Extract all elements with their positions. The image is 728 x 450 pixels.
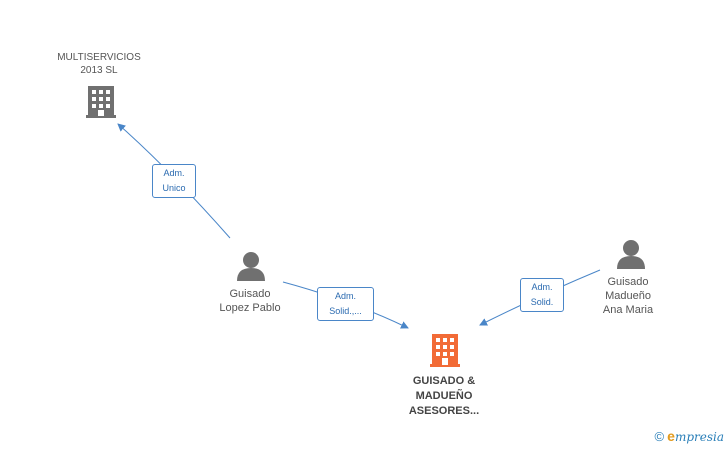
target-company-label: GUISADO & MADUEÑO ASESORES...	[408, 375, 480, 417]
company-node-multiservicios[interactable]: MULTISERVICIOS 2013 SL	[44, 51, 154, 77]
building-icon	[430, 334, 460, 367]
building-icon	[86, 86, 116, 118]
person-icon	[617, 240, 645, 269]
role-badge-adm-unico[interactable]: Adm. Unico	[152, 164, 196, 198]
person-name-label: Guisado Madueño Ana Maria	[602, 276, 654, 316]
company-name-label: MULTISERVICIOS 2013 SL	[57, 52, 141, 76]
brand-logo-initial: e	[667, 428, 675, 444]
copyright-symbol: ©	[654, 429, 665, 444]
person-node-ana-maria[interactable]: Guisado Madueño Ana Maria	[580, 275, 676, 317]
person-node-lopez-pablo[interactable]: Guisado Lopez Pablo	[200, 287, 300, 315]
role-badge-adm-solid-left[interactable]: Adm. Solid.,...	[317, 287, 374, 321]
brand-logo-text: mpresia	[674, 430, 724, 444]
person-icon	[237, 252, 265, 281]
company-node-target[interactable]: GUISADO & MADUEÑO ASESORES...	[386, 374, 502, 419]
empresia-watermark: © empresia	[654, 428, 724, 444]
role-badge-adm-solid-right[interactable]: Adm. Solid.	[520, 278, 564, 312]
person-name-label: Guisado Lopez Pablo	[219, 288, 281, 314]
